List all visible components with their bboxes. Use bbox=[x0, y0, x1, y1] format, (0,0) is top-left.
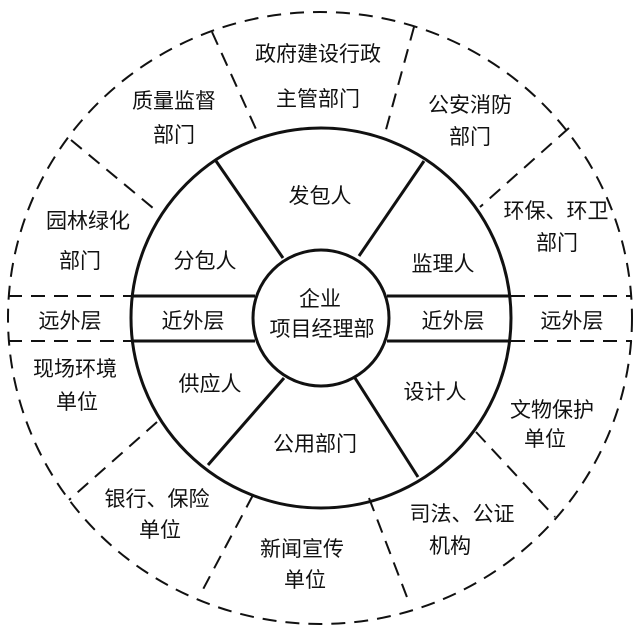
divider bbox=[475, 431, 556, 518]
divider bbox=[479, 127, 570, 208]
far-layer-label-right: 远外层 bbox=[541, 309, 604, 333]
inner-dividers bbox=[206, 160, 426, 478]
outer-label: 银行、保险 bbox=[105, 487, 210, 511]
near-layer-label-right: 近外层 bbox=[422, 309, 485, 333]
divider bbox=[206, 377, 286, 466]
outer-label: 新闻宣传 bbox=[260, 537, 344, 561]
divider bbox=[368, 497, 411, 606]
outer-label: 园林绿化 bbox=[46, 209, 130, 233]
divider bbox=[211, 31, 261, 139]
inner-label-top: 发包人 bbox=[289, 184, 352, 208]
outer-label: 机构 bbox=[429, 534, 471, 558]
outer-label: 司法、公证 bbox=[410, 502, 515, 526]
center-label-line2: 项目经理部 bbox=[270, 317, 375, 341]
outer-label: 质量监督 bbox=[132, 89, 216, 113]
divider bbox=[353, 377, 420, 478]
outer-dividers bbox=[68, 26, 570, 606]
outer-label: 部门 bbox=[449, 125, 491, 149]
outer-label: 单位 bbox=[284, 568, 326, 592]
outer-label: 主管部门 bbox=[276, 87, 360, 111]
outer-label: 单位 bbox=[524, 427, 566, 451]
outer-label: 文物保护 bbox=[510, 398, 594, 422]
outer-label: 现场环境 bbox=[33, 357, 117, 381]
outer-label: 部门 bbox=[536, 231, 578, 255]
divider bbox=[70, 139, 160, 214]
outer-label: 政府建设行政 bbox=[255, 42, 381, 66]
inner-label-lower-right: 设计人 bbox=[404, 380, 467, 404]
outer-layer-boundary bbox=[7, 11, 633, 625]
divider bbox=[357, 160, 426, 257]
outer-label: 公安消防 bbox=[428, 93, 512, 117]
near-layer-label-left: 近外层 bbox=[162, 309, 225, 333]
divider bbox=[199, 494, 254, 596]
inner-label-lower-left: 供应人 bbox=[179, 372, 242, 396]
divider bbox=[383, 26, 415, 138]
near-layer-boundary bbox=[129, 126, 513, 510]
outer-label: 单位 bbox=[139, 518, 181, 542]
inner-label-upper-left: 分包人 bbox=[174, 249, 237, 273]
divider bbox=[214, 160, 285, 259]
inner-label-bottom: 公用部门 bbox=[273, 432, 357, 456]
center-label-line1: 企业 bbox=[299, 287, 341, 311]
far-layer-label-left: 远外层 bbox=[39, 309, 102, 333]
inner-label-upper-right: 监理人 bbox=[412, 252, 475, 276]
outer-label: 单位 bbox=[56, 390, 98, 414]
outer-label: 环保、环卫 bbox=[504, 199, 609, 223]
center-circle bbox=[251, 248, 391, 388]
divider bbox=[68, 421, 158, 501]
outer-label: 部门 bbox=[153, 123, 195, 147]
outer-label: 部门 bbox=[59, 249, 101, 273]
